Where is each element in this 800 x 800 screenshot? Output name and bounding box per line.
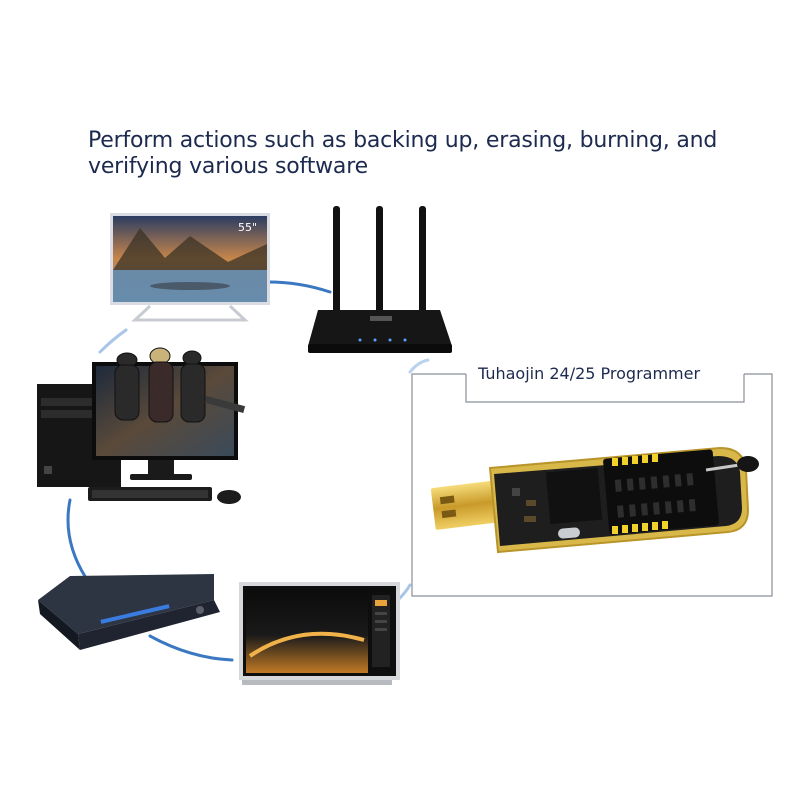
desktop-computer-icon <box>37 347 246 504</box>
headline-line-2: verifying various software <box>88 154 368 179</box>
programmer-frame <box>411 373 773 597</box>
microwave-icon <box>239 582 400 685</box>
headline-line-1: Perform actions such as backing up, eras… <box>88 128 718 153</box>
tv-icon: 55" <box>110 213 270 322</box>
programmer-board-icon <box>430 446 759 554</box>
headline: Perform actions such as backing up, eras… <box>88 128 748 180</box>
tv-size-label: 55" <box>238 221 257 234</box>
router-icon <box>308 206 452 353</box>
programmer-title: Tuhaojin 24/25 Programmer <box>478 364 701 383</box>
dvd-player-icon <box>38 574 220 650</box>
